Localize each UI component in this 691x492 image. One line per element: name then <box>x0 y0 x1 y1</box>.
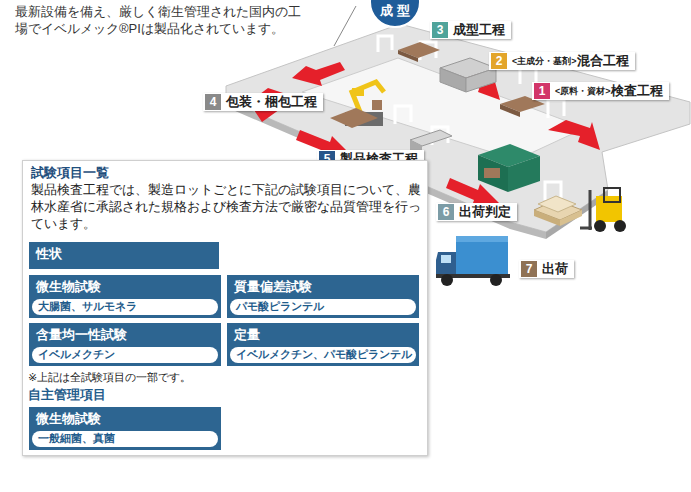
section-heading: 自主管理項目 <box>28 387 228 403</box>
test-target: 大腸菌、サルモネラ <box>32 299 218 315</box>
step-number: 3 <box>432 22 448 38</box>
package-box <box>330 108 378 128</box>
flow-arrow <box>292 62 345 86</box>
step-label: 混合工程 <box>577 53 629 69</box>
process-step: 4 包装・梱包工程 <box>203 93 323 111</box>
test-item: 性状 <box>29 242 219 269</box>
step-label: 出荷 <box>542 261 568 277</box>
step-label: 包装・梱包工程 <box>226 94 317 110</box>
test-name: 微生物試験 <box>32 410 218 431</box>
panel-heading: 試験項目一覧 <box>31 164 109 182</box>
step-number: 6 <box>438 204 454 220</box>
step-number: 7 <box>521 261 537 277</box>
test-name: 性状 <box>36 246 212 263</box>
process-step: 1 <原料・資材>検査工程 <box>532 82 669 100</box>
process-step: 7 出荷 <box>519 260 574 278</box>
step-label: 成型工程 <box>453 22 505 38</box>
pallet <box>534 196 582 226</box>
test-item: 微生物試験一般細菌、真菌 <box>29 407 221 450</box>
inspection-room <box>478 144 540 192</box>
test-name: 質量偏差試験 <box>230 278 416 299</box>
process-circle: 成 型 <box>369 0 421 28</box>
note: ※上記は全試験項目の一部です。 <box>28 370 328 384</box>
test-panel: 試験項目一覧製品検査工程では、製造ロットごとに下記の試験項目について、農林水産省… <box>22 160 428 456</box>
test-target: 一般細菌、真菌 <box>32 431 218 447</box>
test-name: 定量 <box>230 326 416 347</box>
process-step: 3 成型工程 <box>430 21 511 39</box>
test-target: パモ酸ピランテル <box>230 299 416 315</box>
truck <box>436 236 510 286</box>
test-item: 定量イベルメクチン、パモ酸ピランテル <box>227 323 419 366</box>
step-number: 1 <box>534 83 550 99</box>
step-label: 出荷判定 <box>459 204 511 220</box>
forklift <box>580 188 626 232</box>
test-item: 微生物試験大腸菌、サルモネラ <box>29 275 221 318</box>
step-qualifier: <主成分・基剤> <box>512 53 577 69</box>
test-name: 含量均一性試験 <box>32 326 218 347</box>
step-number: 2 <box>491 53 507 69</box>
leader-line <box>334 6 356 46</box>
step-number: 4 <box>205 94 221 110</box>
circle-label: 成 型 <box>380 3 409 20</box>
intro-text: 最新設備を備え、厳しく衛生管理された国内の工場でイベルメック®PIは製品化されて… <box>15 3 307 37</box>
process-step: 2 <主成分・基剤>混合工程 <box>489 52 635 70</box>
floor-gap <box>302 58 585 160</box>
step-label: 検査工程 <box>611 83 663 99</box>
test-item: 含量均一性試験イベルメクチン <box>29 323 221 366</box>
flow-arrow <box>548 120 600 150</box>
test-name: 微生物試験 <box>32 278 218 299</box>
panel-text: 製品検査工程では、製造ロットごとに下記の試験項目について、農林水産省に承認された… <box>31 182 429 233</box>
test-item: 質量偏差試験パモ酸ピランテル <box>227 275 419 318</box>
step-qualifier: <原料・資材> <box>555 83 611 99</box>
test-target: イベルメクチン、パモ酸ピランテル <box>230 347 416 363</box>
test-target: イベルメクチン <box>32 347 218 363</box>
process-step: 6 出荷判定 <box>436 203 517 221</box>
